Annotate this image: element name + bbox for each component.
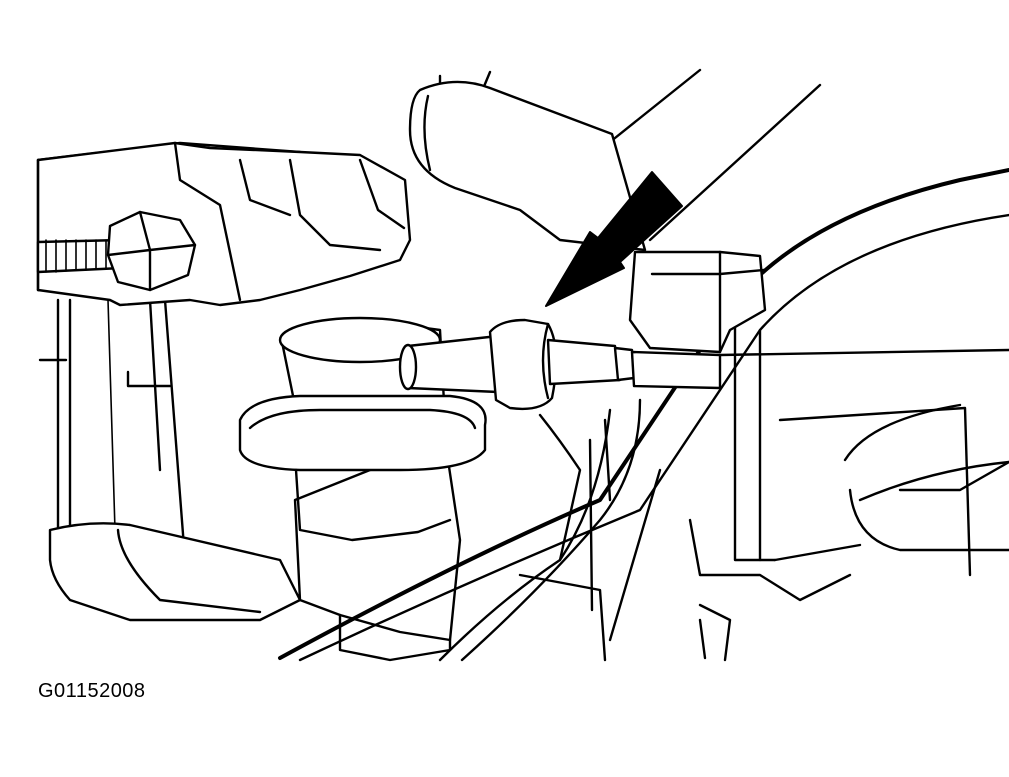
sensor-connector <box>398 318 722 411</box>
lower-bracket <box>48 522 302 622</box>
connector-block <box>628 250 767 354</box>
sensor-housing <box>238 316 487 662</box>
threaded-stud-and-nut <box>36 210 197 292</box>
wrench-tool <box>36 141 412 307</box>
arrow-icon <box>545 171 683 307</box>
upper-hose <box>408 80 647 252</box>
main-hoses <box>278 168 1009 662</box>
figure-id-label: G01152008 <box>38 680 146 702</box>
engine-block-outline <box>36 68 1009 662</box>
engine-component-line-drawing <box>36 68 1009 662</box>
